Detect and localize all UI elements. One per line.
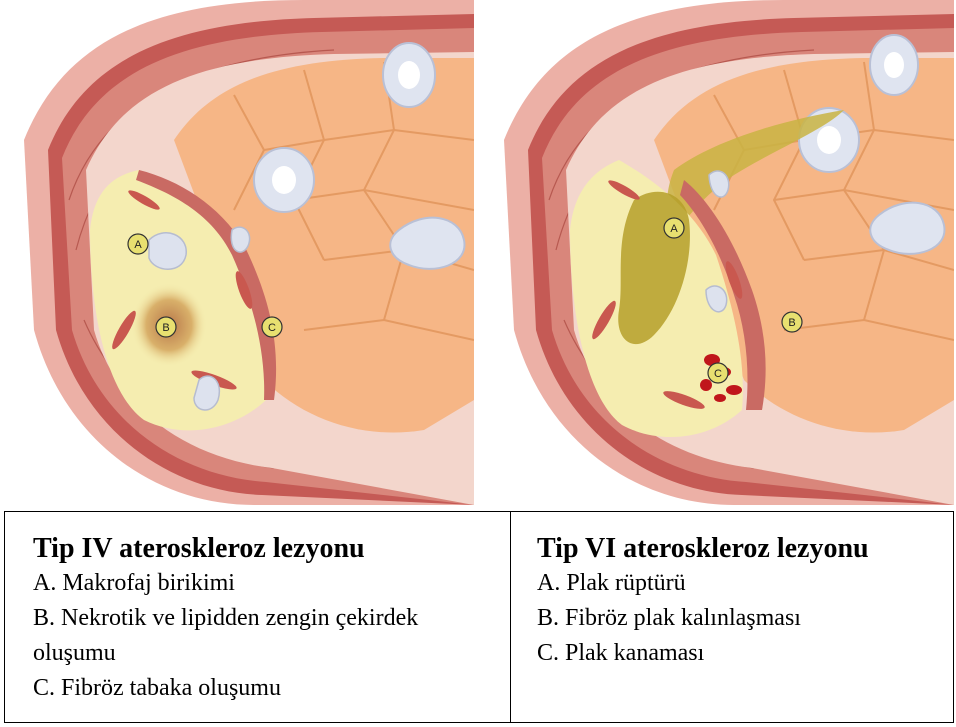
legend-item: B. Nekrotik ve lipidden zengin çekirdek … bbox=[33, 601, 473, 671]
legend-item: A. Plak rüptürü bbox=[537, 566, 953, 601]
legend-column-tip-iv: Tip IV ateroskleroz lezyonu A. Makrofaj … bbox=[5, 512, 511, 722]
legend-title: Tip IV ateroskleroz lezyonu bbox=[33, 532, 510, 566]
legend-title: Tip VI ateroskleroz lezyonu bbox=[537, 532, 953, 566]
legend-item: B. Fibröz plak kalınlaşması bbox=[537, 601, 953, 636]
legend-item: A. Makrofaj birikimi bbox=[33, 566, 510, 601]
marker-c-icon: C bbox=[262, 317, 282, 337]
marker-a-icon: A bbox=[128, 234, 148, 254]
marker-c-label: C bbox=[268, 322, 276, 334]
legend-column-tip-vi: Tip VI ateroskleroz lezyonu A. Plak rüpt… bbox=[511, 512, 953, 722]
marker-c-label: C bbox=[714, 368, 722, 380]
marker-a-label: A bbox=[134, 239, 142, 251]
legend-item: C. Plak kanaması bbox=[537, 636, 953, 671]
marker-b-label: B bbox=[788, 317, 795, 329]
marker-a-icon: A bbox=[664, 218, 684, 238]
illustration-tip-iv: A B C bbox=[4, 0, 474, 505]
illustration-tip-vi: A B C bbox=[484, 0, 954, 505]
artery-cross-section-tip-vi: A B C bbox=[484, 0, 954, 505]
marker-b-label: B bbox=[162, 322, 169, 334]
legend-item: C. Fibröz tabaka oluşumu bbox=[33, 671, 510, 706]
legend-table: Tip IV ateroskleroz lezyonu A. Makrofaj … bbox=[4, 511, 954, 723]
marker-b-icon: B bbox=[782, 312, 802, 332]
marker-a-label: A bbox=[670, 223, 678, 235]
marker-c-icon: C bbox=[708, 363, 728, 383]
marker-b-icon: B bbox=[156, 317, 176, 337]
artery-cross-section-tip-iv: A B C bbox=[4, 0, 474, 505]
